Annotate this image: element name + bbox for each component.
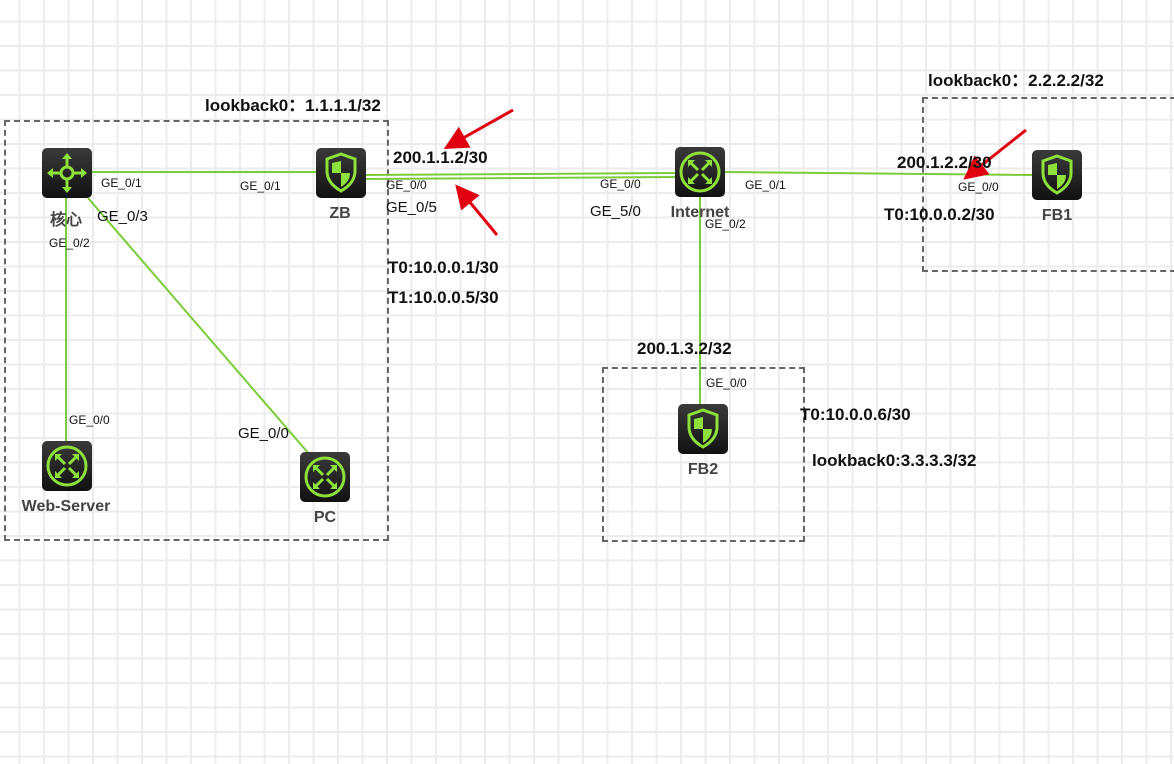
web-server-switch[interactable] — [42, 441, 92, 491]
core-label: 核心 — [49, 212, 83, 229]
pc-switch[interactable] — [300, 452, 350, 502]
port-label: GE_0/0 — [958, 180, 999, 194]
zb-loopback-text: lookback0：1.1.1.1/32 — [205, 96, 381, 115]
fb1-tunnel0-text: T0:10.0.0.2/30 — [884, 205, 995, 224]
fb2-firewall[interactable] — [678, 404, 728, 454]
switch-icon — [304, 456, 346, 498]
firewall-icon — [1041, 154, 1073, 195]
link-core-pc[interactable] — [87, 197, 311, 456]
port-label: GE_0/0 — [386, 178, 427, 192]
port-label: GE_0/5 — [386, 199, 437, 216]
red-arrow-3 — [963, 128, 1027, 180]
firewall-icon — [325, 152, 357, 193]
fb1-loopback-text: lookback0：2.2.2.2/32 — [928, 71, 1104, 90]
fb2-area-box — [602, 367, 805, 542]
port-label: GE_0/0 — [706, 376, 747, 390]
switch-icon — [679, 151, 721, 193]
port-label: GE_0/0 — [69, 413, 110, 427]
internet-label: Internet — [670, 204, 730, 221]
zb-label: ZB — [329, 205, 351, 222]
fb2-public-ip-text: 200.1.3.2/32 — [637, 339, 732, 358]
fb2-loopback-text: lookback0:3.3.3.3/32 — [812, 451, 977, 470]
core-router[interactable] — [42, 148, 92, 198]
link-zb-internet-1[interactable] — [365, 172, 676, 176]
hq-area-box — [4, 120, 389, 541]
fb2-tunnel0-text: T0:10.0.0.6/30 — [800, 405, 911, 424]
link-zb-internet-2[interactable] — [365, 176, 676, 180]
pc-label: PC — [313, 509, 337, 526]
port-label: GE_0/1 — [101, 176, 142, 190]
zb-public-ip-text: 200.1.1.2/30 — [393, 148, 488, 167]
port-label: GE_0/0 — [600, 177, 641, 191]
fb1-firewall[interactable] — [1032, 150, 1082, 200]
router-icon — [47, 153, 87, 193]
zb-tunnel0-text: T0:10.0.0.1/30 — [388, 258, 499, 277]
port-label: GE_0/0 — [238, 425, 289, 442]
firewall-icon — [687, 408, 719, 449]
fb2-label: FB2 — [687, 461, 719, 478]
fb1-area-box — [922, 97, 1174, 272]
port-label: GE_0/3 — [97, 208, 148, 225]
web-server-label: Web-Server — [21, 498, 111, 515]
port-label: GE_5/0 — [590, 203, 641, 220]
red-arrow-1 — [443, 108, 514, 149]
port-label: GE_0/2 — [49, 236, 90, 250]
fb1-public-ip-text: 200.1.2.2/30 — [897, 153, 992, 172]
zb-tunnel1-text: T1:10.0.0.5/30 — [388, 288, 499, 307]
port-label: GE_0/2 — [705, 217, 746, 231]
fb1-label: FB1 — [1041, 207, 1073, 224]
internet-switch[interactable] — [675, 147, 725, 197]
port-label: GE_0/1 — [745, 178, 786, 192]
zb-firewall[interactable] — [316, 148, 366, 198]
red-arrow-2 — [455, 184, 499, 236]
port-label: GE_0/1 — [240, 179, 281, 193]
switch-icon — [46, 445, 88, 487]
